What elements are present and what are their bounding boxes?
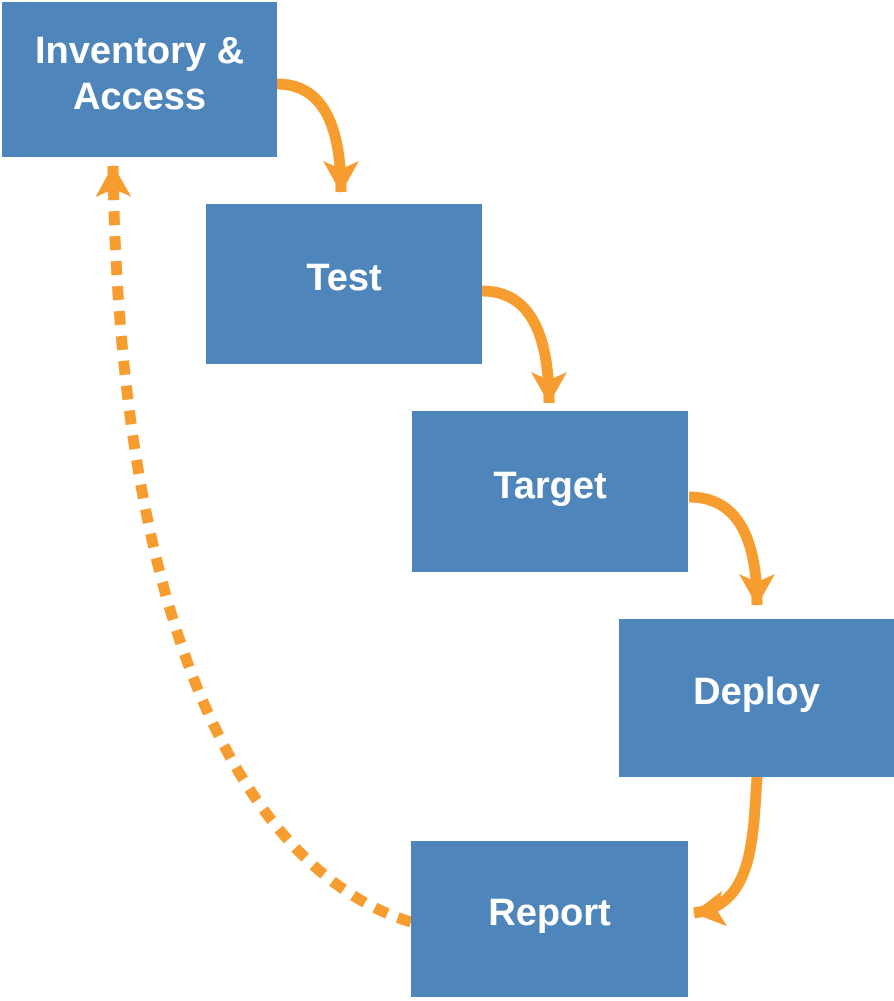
node-target-label: Target bbox=[493, 464, 607, 507]
arrow-test-to-target bbox=[481, 285, 567, 404]
arrow-deploy-to-report bbox=[692, 775, 763, 927]
node-test: Test bbox=[206, 204, 482, 364]
arrow-report-to-inventory-dashed bbox=[95, 165, 413, 928]
arrow-target-to-deploy bbox=[688, 491, 775, 606]
arrow-inventory-to-test bbox=[276, 78, 359, 193]
node-test-label: Test bbox=[306, 257, 382, 300]
node-inventory-access-label: Inventory & Access bbox=[34, 29, 245, 118]
node-deploy-label: Deploy bbox=[693, 671, 820, 714]
node-deploy: Deploy bbox=[619, 619, 894, 777]
node-report-label: Report bbox=[488, 892, 611, 935]
node-target: Target bbox=[412, 411, 688, 572]
node-inventory-access: Inventory & Access bbox=[2, 2, 277, 157]
node-report: Report bbox=[411, 841, 688, 997]
